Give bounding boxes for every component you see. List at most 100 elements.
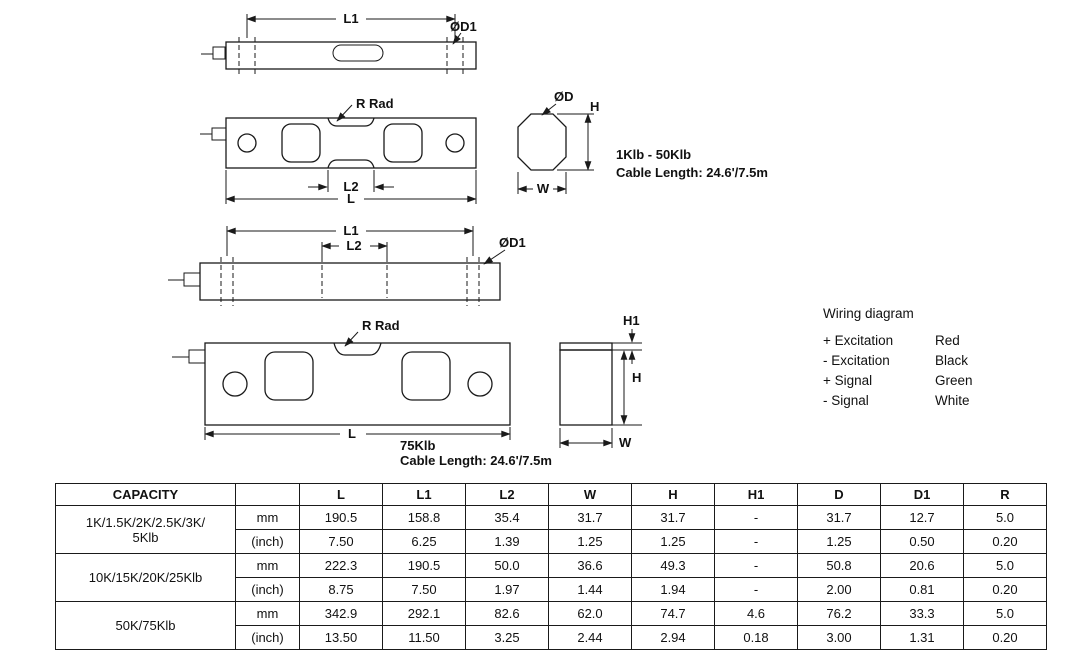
large-end-view: H1 H W (559, 313, 642, 450)
value-cell: 0.20 (963, 529, 1047, 554)
value-cell: 1.39 (465, 529, 549, 554)
value-cell: 31.7 (548, 505, 632, 530)
value-cell: 76.2 (797, 601, 881, 626)
dim-label-l: L (347, 191, 355, 206)
value-cell: 3.25 (465, 625, 549, 650)
dim-label-d1: ØD1 (450, 19, 477, 34)
value-cell: 5.0 (963, 505, 1047, 530)
value-cell: 74.7 (631, 601, 715, 626)
header-capacity: CAPACITY (55, 483, 236, 506)
header-dim: L1 (382, 483, 466, 506)
large-cable-length: Cable Length: 24.6'/7.5m (400, 453, 552, 468)
unit-cell: mm (235, 601, 300, 626)
top-pocket (332, 44, 384, 62)
value-cell: 11.50 (382, 625, 466, 650)
header-dim: W (548, 483, 632, 506)
dim-label-r-rad: R Rad (362, 318, 400, 333)
value-cell: 2.44 (548, 625, 632, 650)
value-cell: 7.50 (382, 577, 466, 602)
cable-connector (188, 349, 206, 364)
dim-label-d1: ØD1 (499, 235, 526, 250)
capacity-line: 5Klb (132, 529, 159, 545)
unit-cell: mm (235, 553, 300, 578)
beam-body (225, 117, 477, 169)
value-cell: 1.44 (548, 577, 632, 602)
end-section (517, 113, 567, 171)
value-cell: - (714, 577, 798, 602)
capacity-cell: 50K/75Klb (55, 601, 236, 650)
value-cell: 1.25 (631, 529, 715, 554)
wire-color: Green (935, 373, 973, 388)
value-cell: 0.20 (963, 625, 1047, 650)
beam-body (204, 342, 511, 426)
header-dim: H1 (714, 483, 798, 506)
header-unit (235, 483, 300, 506)
small-end-view: ØD H W (517, 89, 599, 196)
value-cell: - (714, 505, 798, 530)
value-cell: 13.50 (299, 625, 383, 650)
capacity-line: 10K/15K/20K/25Klb (88, 570, 203, 585)
mounting-hole (445, 133, 465, 153)
value-cell: - (714, 553, 798, 578)
value-cell: 342.9 (299, 601, 383, 626)
dim-label-r-rad: R Rad (356, 96, 394, 111)
mounting-hole (222, 371, 248, 397)
table-row: (inch) 8.75 7.50 1.97 1.44 1.94 - 2.00 0… (56, 577, 1047, 602)
value-cell: 31.7 (631, 505, 715, 530)
value-cell: 1.25 (797, 529, 881, 554)
unit-cell: mm (235, 505, 300, 530)
value-cell: 4.6 (714, 601, 798, 626)
header-dim: D1 (880, 483, 964, 506)
dimensions-table: CAPACITY L L1 L2 W H H1 D D1 R 1K/1.5K/2… (55, 483, 1047, 650)
value-cell: 49.3 (631, 553, 715, 578)
small-top-view: R Rad L2 L (200, 96, 477, 206)
value-cell: 2.94 (631, 625, 715, 650)
capacity-line: 50K/75Klb (115, 618, 176, 633)
wire-color: Red (935, 333, 960, 348)
value-cell: 0.81 (880, 577, 964, 602)
end-section (559, 349, 613, 426)
value-cell: 62.0 (548, 601, 632, 626)
small-side-view: L1 ØD1 (201, 11, 477, 74)
capacity-cell: 1K/1.5K/2K/2.5K/3K/ 5Klb (55, 505, 236, 554)
cable-connector (183, 272, 201, 287)
value-cell: 33.3 (880, 601, 964, 626)
beam-body (225, 41, 477, 70)
wire-label: + Signal (823, 373, 873, 388)
value-cell: 1.31 (880, 625, 964, 650)
small-cable-length: Cable Length: 24.6'/7.5m (616, 165, 768, 180)
pocket (264, 351, 314, 401)
dim-label-d: ØD (554, 89, 574, 104)
table-row: 1K/1.5K/2K/2.5K/3K/ 5Klb mm 190.5 158.8 … (55, 505, 1047, 554)
dim-label-h: H (590, 99, 599, 114)
cable-connector (212, 46, 226, 60)
value-cell: 5.0 (963, 601, 1047, 626)
value-cell: 190.5 (299, 505, 383, 530)
value-cell: 292.1 (382, 601, 466, 626)
dim-label-l1: L1 (343, 11, 358, 26)
wiring-title: Wiring diagram (823, 306, 914, 321)
value-cell: 190.5 (382, 553, 466, 578)
beam-body (199, 262, 501, 301)
value-cell: 5.0 (963, 553, 1047, 578)
pocket (281, 123, 321, 163)
large-top-view: R Rad L (172, 318, 511, 441)
wiring-row: + Signal Green (823, 371, 973, 391)
value-cell: 36.6 (548, 553, 632, 578)
wire-color: Black (935, 353, 969, 368)
value-cell: 0.18 (714, 625, 798, 650)
table-header-row: CAPACITY L L1 L2 W H H1 D D1 R (55, 483, 1047, 506)
value-cell: - (714, 529, 798, 554)
value-cell: 8.75 (299, 577, 383, 602)
value-cell: 0.50 (880, 529, 964, 554)
value-cell: 1.25 (548, 529, 632, 554)
value-cell: 20.6 (880, 553, 964, 578)
dim-label-h: H (632, 370, 641, 385)
value-cell: 158.8 (382, 505, 466, 530)
dim-label-l2: L2 (346, 238, 361, 253)
dim-label-l: L (348, 426, 356, 441)
value-cell: 3.00 (797, 625, 881, 650)
wire-color: White (935, 393, 970, 408)
